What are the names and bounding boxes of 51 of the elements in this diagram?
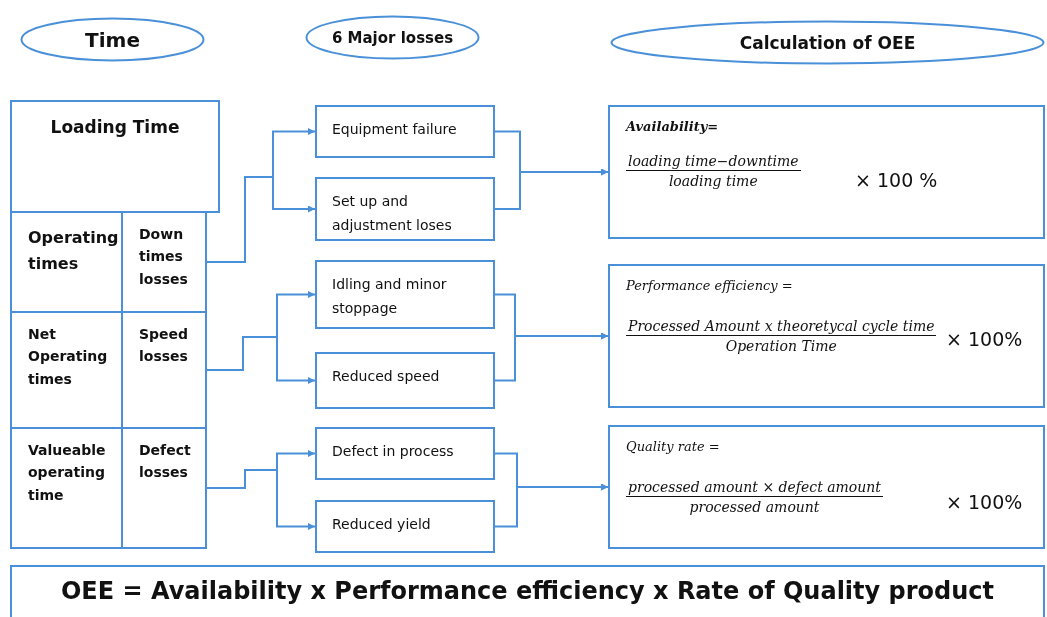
formula-box — [608, 264, 1045, 408]
box-label: Equipment failure — [332, 120, 458, 139]
connector-arrow — [494, 168, 609, 210]
connector-arrow — [206, 336, 316, 384]
connector-arrow — [206, 176, 316, 263]
cell-label: Down times losses — [139, 225, 189, 289]
box-label: Reduced speed — [332, 367, 441, 386]
box-label: Idling and minor stoppage — [332, 275, 448, 318]
formula-denominator: processed amount — [689, 498, 820, 515]
formula-box — [608, 425, 1045, 549]
loss-box — [315, 427, 495, 480]
oval-node — [610, 20, 1045, 65]
cell-label: Loading Time — [49, 116, 181, 139]
cell-label: Operating times — [28, 227, 115, 275]
box-label: Reduced yield — [332, 515, 432, 534]
table-cell — [121, 427, 207, 549]
header-label: Calculation of OEE — [738, 32, 917, 53]
oval-node — [20, 17, 205, 62]
loss-box — [315, 105, 495, 158]
oval-node — [305, 15, 480, 60]
connector-arrow — [494, 332, 609, 382]
box-label: Defect in process — [332, 442, 455, 461]
formula-heading: Availability= — [626, 119, 719, 134]
cell-label: Net Operating times — [28, 325, 109, 389]
cell-label: Defect losses — [139, 441, 192, 483]
connector-arrow — [206, 469, 316, 530]
header-label: Time — [84, 27, 141, 52]
connector-arrow — [494, 483, 609, 528]
loss-box — [315, 177, 495, 241]
formula-denominator: loading time — [668, 172, 758, 189]
formula-multiplier: × 100% — [946, 328, 1023, 350]
formula-box — [608, 105, 1045, 239]
cell-label: Valueable operating time — [28, 441, 107, 505]
loss-box — [315, 260, 495, 329]
formula-multiplier: × 100 % — [855, 169, 938, 191]
formula-heading: Performance efficiency = — [626, 278, 793, 293]
header-label: 6 Major losses — [330, 28, 455, 47]
equation-text: OEE = Availability x Performance efficiency x Rate of Quality product — [59, 577, 996, 605]
equation-box — [10, 565, 1045, 617]
formula-heading: Quality rate = — [626, 439, 720, 454]
formula-numerator: processed amount × defect amount — [626, 479, 883, 497]
box-label: Set up and adjustment loses — [332, 192, 453, 235]
formula-multiplier: × 100% — [946, 491, 1023, 513]
table-cell — [10, 427, 123, 549]
loss-box — [315, 352, 495, 409]
cell-label: Speed losses — [139, 325, 190, 367]
formula-numerator: Processed Amount x theoretycal cycle time — [626, 318, 937, 336]
formula-denominator: Operation Time — [725, 337, 837, 354]
loss-box — [315, 500, 495, 553]
formula-numerator: loading time−downtime — [626, 153, 801, 171]
table-cell — [10, 100, 220, 213]
